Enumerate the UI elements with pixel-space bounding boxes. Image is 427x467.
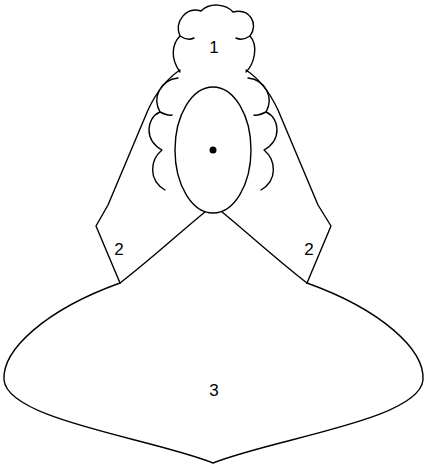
center-dot (210, 147, 217, 154)
right-inner-lobe (248, 78, 277, 190)
top-piece-crease (180, 36, 194, 39)
callout-number: 3 (209, 382, 218, 399)
lower-body-outline (4, 283, 423, 463)
callout-number: 2 (114, 241, 123, 258)
right-inner-lobe (254, 112, 266, 115)
central-oval (175, 87, 251, 213)
lower-body-top (222, 212, 307, 283)
callout-number: 2 (304, 241, 313, 258)
right-wing-outline (246, 70, 331, 283)
lower-body-top (120, 212, 205, 283)
left-inner-lobe (149, 78, 178, 190)
top-piece-crease (236, 36, 250, 39)
callout-number: 1 (209, 39, 218, 56)
left-inner-lobe (160, 112, 172, 115)
top-piece-outline (173, 5, 255, 72)
left-wing-outline (96, 70, 180, 283)
